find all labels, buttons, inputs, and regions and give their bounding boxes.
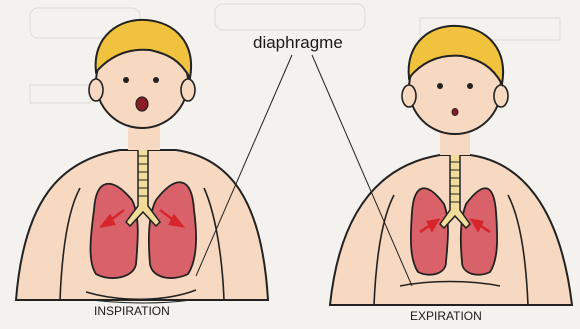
left-lung xyxy=(91,184,138,278)
expiration-child xyxy=(330,26,572,305)
ear-right xyxy=(181,79,195,101)
expiration-caption: EXPIRATION xyxy=(410,309,482,323)
inspiration-child xyxy=(16,20,268,303)
diaphragm-label: diaphragme xyxy=(253,33,343,53)
ear-left xyxy=(402,85,416,107)
left-lung xyxy=(411,188,448,275)
mouth-open xyxy=(136,97,148,111)
ear-right xyxy=(494,85,508,107)
eye-left xyxy=(437,83,443,89)
eye-left xyxy=(123,77,129,83)
eye-right xyxy=(153,77,159,83)
ear-left xyxy=(89,79,103,101)
mouth-small xyxy=(452,109,458,116)
inspiration-caption: INSPIRATION xyxy=(94,304,170,318)
eye-right xyxy=(467,83,473,89)
